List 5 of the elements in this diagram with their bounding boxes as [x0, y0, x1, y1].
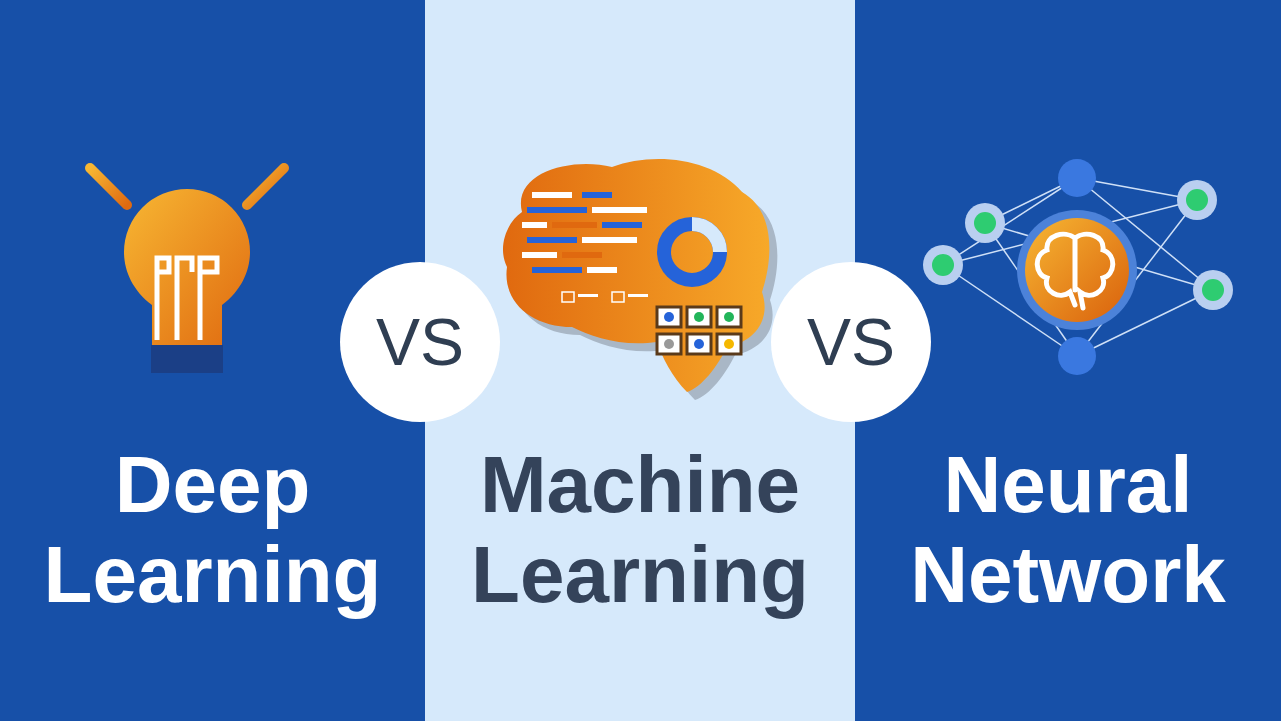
panel-title: Machine Learning — [470, 440, 810, 620]
vs-label: VS — [375, 304, 464, 380]
vs-label: VS — [806, 304, 895, 380]
panel-title: Neural Network — [909, 440, 1227, 620]
panel-title: Deep Learning — [42, 440, 383, 620]
